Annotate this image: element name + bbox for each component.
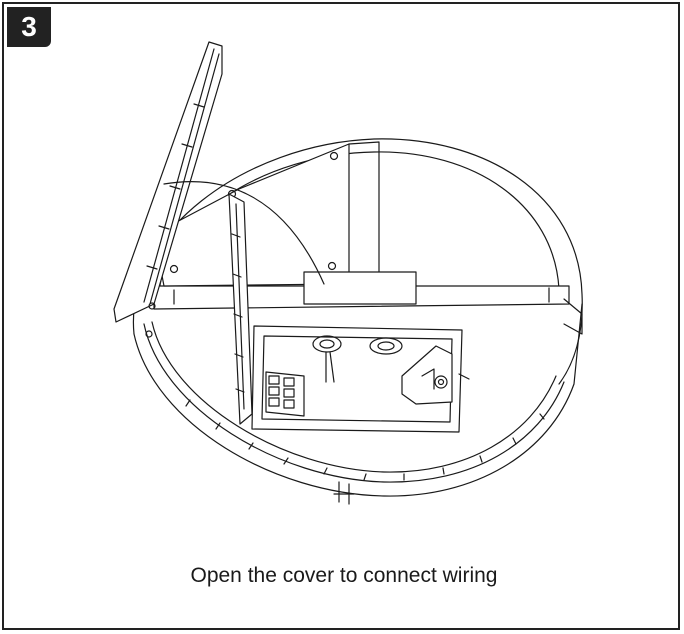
instruction-caption: Open the cover to connect wiring [190, 564, 498, 587]
open-cover-flap [113, 41, 223, 338]
step-number-badge: 3 [7, 7, 51, 47]
right-housing-lip [563, 298, 583, 335]
terminal-connector-block [265, 371, 305, 417]
round-base-housing [132, 138, 583, 505]
driver-module [401, 345, 470, 405]
hinged-door-panel [163, 181, 325, 425]
cover-opening-illustration [113, 41, 583, 505]
